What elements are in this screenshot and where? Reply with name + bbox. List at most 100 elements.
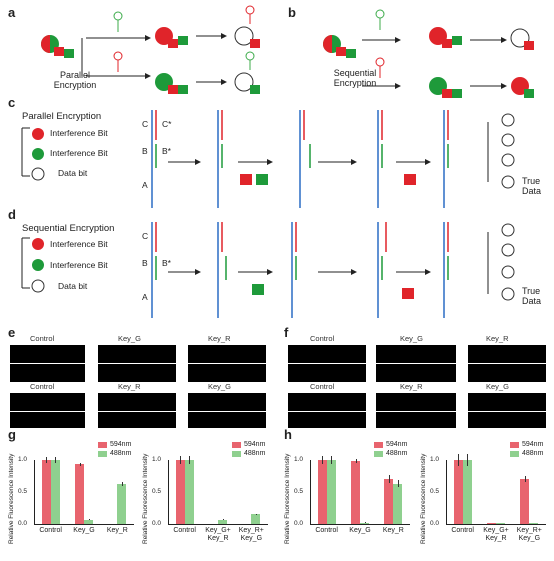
micrograph-green	[10, 364, 85, 382]
bar-488nm	[326, 460, 336, 524]
bar-488nm	[529, 522, 539, 524]
bar-594nm	[384, 479, 394, 524]
encryption-schematic	[41, 5, 534, 98]
strand-group-d	[151, 222, 449, 318]
micro-label: Key_G	[118, 334, 141, 343]
micro-label: Control	[30, 334, 55, 343]
strand-label-bstar: B*	[162, 258, 171, 268]
x-axis	[34, 524, 134, 525]
legend-swatch	[510, 451, 519, 457]
y-axis-label: Relative Fluorescence Intensity	[142, 453, 149, 544]
y-axis	[310, 460, 311, 524]
green-lock-icon	[256, 174, 268, 185]
y-tick-label: 0.0	[430, 520, 440, 527]
panel-label-a: a	[8, 5, 16, 20]
bar-488nm	[393, 483, 403, 524]
x-tick-label: Key_R+ Key_G	[516, 527, 542, 542]
micro-label: Control	[30, 382, 55, 391]
legend-label: Interference Bit	[50, 260, 108, 270]
bar-488nm	[251, 514, 261, 524]
x-axis	[446, 524, 546, 525]
micrograph-red	[98, 393, 176, 411]
true-data-label: True Data	[522, 176, 542, 196]
bar-594nm	[487, 522, 496, 524]
legend-label: 488nm	[522, 450, 544, 457]
error-bar	[364, 522, 366, 524]
y-axis	[168, 460, 169, 524]
bar-594nm	[175, 460, 185, 524]
bar-594nm	[351, 461, 360, 524]
legend-label: Interference Bit	[50, 148, 108, 158]
panel-label-h: h	[284, 427, 292, 442]
x-tick-label: Key_R	[106, 527, 128, 534]
legend-label: 594nm	[110, 441, 132, 448]
micrograph-green	[98, 364, 176, 382]
legend-swatch	[232, 451, 241, 457]
micrograph-red	[288, 393, 366, 411]
red-key-icon	[245, 51, 255, 70]
legend-label: 594nm	[386, 441, 408, 448]
data-bit-cluster-a	[41, 35, 74, 58]
micro-label: Key_R	[118, 382, 141, 391]
sequential-caption: Sequential Encryption	[333, 68, 377, 88]
micrograph-green	[10, 412, 85, 428]
legend-label: 594nm	[244, 441, 266, 448]
y-tick-label: 1.0	[430, 456, 440, 463]
panel-label-b: b	[288, 5, 296, 20]
error-bar	[88, 518, 90, 521]
micrograph-green	[188, 412, 266, 428]
bar-488nm	[50, 460, 60, 524]
red-key-icon	[113, 51, 123, 72]
legend-swatch	[98, 451, 107, 457]
micro-label: Key_R	[486, 334, 509, 343]
y-tick-label: 0.5	[430, 488, 440, 495]
error-bar	[121, 481, 123, 486]
micrograph-green	[376, 364, 456, 382]
y-axis-label: Relative Fluorescence Intensity	[284, 453, 291, 544]
red-lock-icon	[404, 174, 416, 185]
panel-label-e: e	[8, 325, 16, 340]
micrograph-red	[98, 345, 176, 363]
panel-label-c: c	[8, 95, 16, 110]
micrograph-green	[188, 364, 266, 382]
bar-488nm	[84, 519, 93, 524]
legend-label: Interference Bit	[50, 239, 108, 249]
error-bar	[322, 455, 324, 465]
error-bar	[397, 480, 399, 487]
green-key-icon	[113, 11, 123, 32]
micrograph-red	[288, 345, 366, 363]
error-bar	[331, 455, 333, 465]
micro-label: Key_R	[400, 382, 423, 391]
y-tick-label: 1.0	[152, 456, 162, 463]
x-tick-label: Control	[173, 527, 196, 534]
error-bar	[55, 456, 57, 464]
micrograph-red	[376, 345, 456, 363]
bar-594nm	[453, 460, 463, 524]
y-tick-label: 0.5	[18, 488, 28, 495]
bar-488nm	[360, 522, 369, 524]
legend-label: 488nm	[110, 450, 132, 457]
strand-label-b: B	[142, 146, 148, 156]
strand-label-a: A	[142, 180, 148, 190]
micro-label: Key_R	[208, 334, 231, 343]
bar-488nm	[117, 483, 127, 524]
micrograph-red	[10, 393, 85, 411]
y-tick-label: 0.5	[152, 488, 162, 495]
micrograph-green	[98, 412, 176, 428]
micro-label: Key_G	[486, 382, 509, 391]
micrograph-red	[188, 345, 266, 363]
interference-bit-green	[32, 148, 44, 160]
legend-label: 488nm	[386, 450, 408, 457]
error-bar	[79, 462, 81, 467]
x-tick-label: Key_R	[382, 527, 404, 534]
micrograph-green	[376, 412, 456, 428]
legend-label: 594nm	[522, 441, 544, 448]
bar-488nm	[496, 522, 505, 524]
micrograph-red	[468, 393, 546, 411]
x-tick-label: Key_R+ Key_G	[238, 527, 264, 542]
x-tick-label: Key_G+ Key_R	[205, 527, 231, 542]
error-bar	[524, 476, 526, 483]
x-tick-label: Control	[39, 527, 62, 534]
y-axis	[446, 460, 447, 524]
micrograph-green	[288, 364, 366, 382]
